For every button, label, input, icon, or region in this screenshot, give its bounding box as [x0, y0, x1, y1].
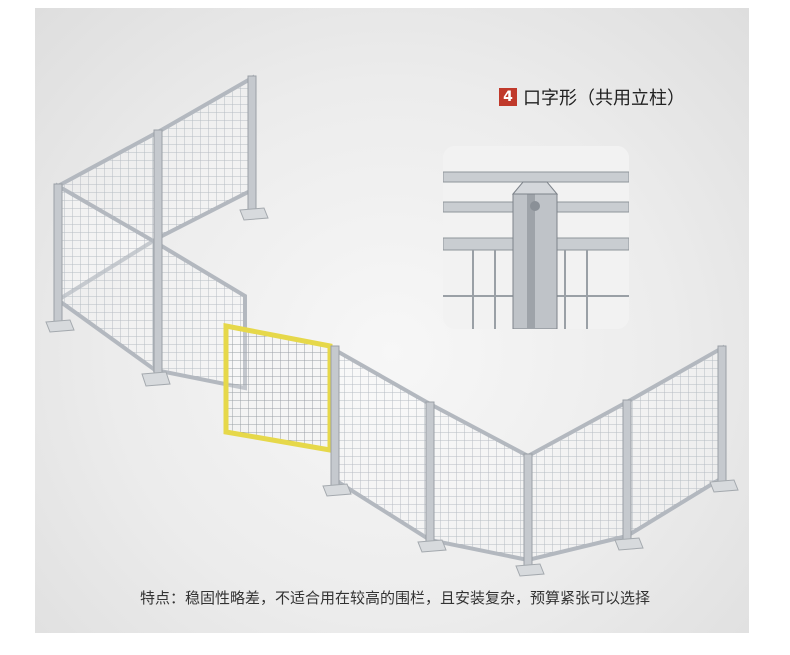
- post-base-plates: [45, 207, 739, 577]
- number-badge: 4: [499, 88, 517, 106]
- gate-panel: [223, 322, 333, 453]
- post-closeup-illustration: [443, 146, 629, 329]
- fence-panel: [625, 344, 724, 540]
- closeup-inset: [443, 146, 629, 329]
- fence-panel: [333, 346, 432, 544]
- fence-panel: [526, 398, 629, 563]
- fence-panel: [428, 400, 530, 563]
- fence-panel: [156, 74, 254, 242]
- caption-text: 特点：稳固性略差，不适合用在较高的围栏，且安装复杂，预算紧张可以选择: [139, 589, 650, 607]
- title-text: 口字形（共用立柱）: [523, 88, 685, 109]
- title-row: 4 口字形（共用立柱）: [499, 85, 685, 109]
- fence-posts: [53, 75, 727, 567]
